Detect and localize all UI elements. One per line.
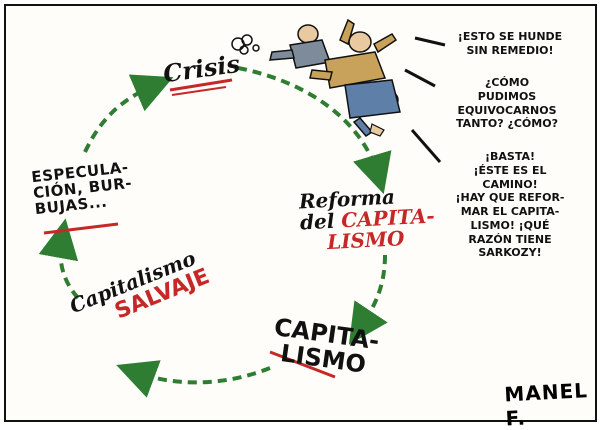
bubble-3-line-7: RAZÓN TIENE [468,232,552,246]
bubble-3-line-4: ¡HAY QUE REFOR- [455,191,565,205]
speech-line-1 [414,36,446,47]
bubble-1-line-1: ¡ESTO SE HUNDE [457,30,563,43]
speech-bubble-2: ¿CÓMO PUDIMOS EQUIVOCARNOS TANTO? ¿CÓMO? [432,76,582,131]
arrow-especulacion-to-crisis [83,74,174,153]
artist-signature: MANEL F. [503,378,589,430]
bubble-2-line-3: EQUIVOCARNOS [457,103,557,117]
comic-frame [4,4,597,422]
bubble-2-line-2: PUDIMOS [477,89,537,103]
arrow-crisis-to-reforma [237,66,392,195]
dust-cloud-icon [231,34,260,55]
bubble-2-line-4: TANTO? ¿CÓMO? [456,117,558,131]
especulacion-underline [43,222,119,235]
bubble-2-line-1: ¿CÓMO [484,76,530,89]
bubble-1-line-2: SIN REMEDIO! [466,43,554,57]
bubble-3-line-5: MAR EL CAPITA- [460,205,560,218]
bubble-3-line-8: SARKOZY! [478,246,542,260]
capitalismo-underline [269,350,336,379]
bubble-3-line-3: CAMINO! [482,177,538,191]
falling-men-illustration [269,18,401,137]
speech-bubble-3: ¡BASTA! ¡ÉSTE ES EL CAMINO! ¡HAY QUE REF… [430,150,590,260]
reforma-label: Reforma del CAPITA- LISMO [298,185,436,255]
bubble-3-line-2: ¡ÉSTE ES EL [473,163,547,177]
bubble-3-line-1: ¡BASTA! [484,150,535,163]
speech-line-3 [410,129,442,163]
crisis-underline-2 [171,86,227,96]
arrow-salvaje-to-especulacion [38,218,80,300]
bubble-3-line-6: LISMO! ¡QUÉ [470,218,550,232]
arrow-capitalismo-to-salvaje [116,360,271,398]
speech-bubble-1: ¡ESTO SE HUNDE SIN REMEDIO! [440,30,580,58]
crisis-underline [169,78,233,92]
speech-line-2 [404,68,436,88]
arrow-reforma-to-capitalismo [348,254,388,345]
